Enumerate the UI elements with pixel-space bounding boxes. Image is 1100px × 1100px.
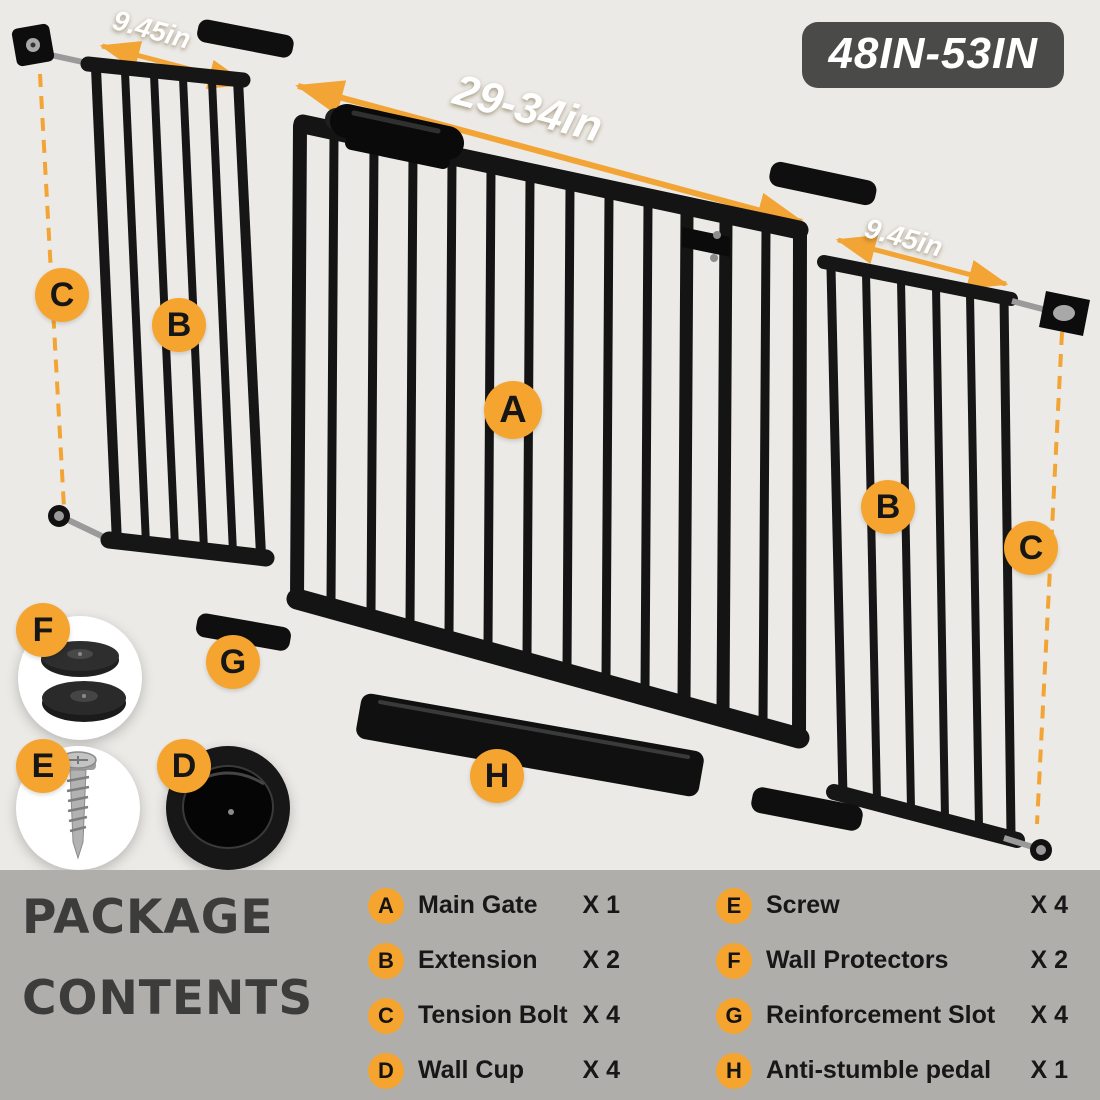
package-item-extension: B Extension X 2 (368, 942, 620, 979)
size-range-badge: 48IN-53IN (802, 22, 1064, 88)
package-item-anti-stumble-pedal: H Anti-stumble pedal X 1 (716, 1052, 1068, 1089)
callout-e: E (16, 739, 70, 793)
item-qty: X 1 (1030, 1056, 1068, 1084)
package-contents-panel: PACKAGE CONTENTS A Main Gate X 1 B Exten… (0, 870, 1100, 1100)
item-letter-badge: G (716, 997, 752, 1034)
tension-bolt-guide-right (1035, 331, 1064, 825)
item-qty: X 2 (1030, 946, 1068, 974)
tension-bolt-bottom-right (1003, 835, 1052, 861)
callout-b-right: B (861, 480, 915, 534)
callout-a: A (484, 381, 542, 439)
item-letter-badge: A (368, 887, 404, 924)
item-letter-badge: H (716, 1052, 752, 1089)
item-qty: X 2 (582, 946, 620, 974)
item-letter-badge: D (368, 1052, 404, 1089)
dimension-arrow-right (835, 234, 1009, 290)
tension-bolt-bottom-left (48, 505, 112, 543)
callout-b-left: B (152, 298, 206, 352)
callout-d: D (157, 739, 211, 793)
title-line-2: CONTENTS (22, 971, 314, 1026)
item-qty: X 4 (1030, 891, 1068, 919)
item-qty: X 4 (1030, 1001, 1068, 1029)
item-qty: X 4 (582, 1001, 620, 1029)
wall-cup-top-left (11, 23, 93, 67)
item-name: Reinforcement Slot (766, 1001, 996, 1029)
item-name: Anti-stumble pedal (766, 1056, 992, 1084)
item-letter-badge: C (368, 997, 404, 1034)
dimension-arrow-center (295, 80, 805, 228)
extension-right (817, 255, 1025, 848)
package-contents-title: PACKAGE CONTENTS (22, 894, 313, 1056)
tension-bolt-guide-left (38, 73, 66, 509)
anti-stumble-pedal (356, 693, 704, 797)
item-name: Main Gate (418, 891, 538, 919)
callout-g: G (206, 635, 260, 689)
callout-c-right: C (1004, 521, 1058, 575)
package-item-wall-cup: D Wall Cup X 4 (368, 1052, 620, 1089)
item-letter-badge: E (716, 887, 752, 924)
package-items-list: A Main Gate X 1 B Extension X 2 C Tensio… (368, 878, 1068, 1098)
item-name: Wall Protectors (766, 946, 949, 974)
item-letter-badge: B (368, 942, 404, 979)
wall-cup-top-right (1011, 291, 1090, 336)
item-letter-badge: F (716, 942, 752, 979)
package-item-main-gate: A Main Gate X 1 (368, 887, 620, 924)
package-item-tension-bolt: C Tension Bolt X 4 (368, 997, 620, 1034)
item-qty: X 1 (582, 891, 620, 919)
item-name: Tension Bolt (418, 1001, 568, 1029)
main-gate (286, 114, 810, 749)
callout-f: F (16, 603, 70, 657)
gate-handle (325, 104, 464, 169)
title-line-1: PACKAGE (22, 890, 274, 945)
gate-latch (682, 227, 730, 262)
reinforcement-slots (196, 19, 877, 831)
item-qty: X 4 (582, 1056, 620, 1084)
package-item-reinforcement-slot: G Reinforcement Slot X 4 (716, 997, 1068, 1034)
package-item-screw: E Screw X 4 (716, 887, 1068, 924)
item-name: Extension (418, 946, 538, 974)
item-name: Wall Cup (418, 1056, 525, 1084)
extension-left (80, 56, 275, 567)
package-item-wall-protectors: F Wall Protectors X 2 (716, 942, 1068, 979)
item-name: Screw (766, 891, 840, 919)
callout-c-left: C (35, 268, 89, 322)
callout-h: H (470, 749, 524, 803)
